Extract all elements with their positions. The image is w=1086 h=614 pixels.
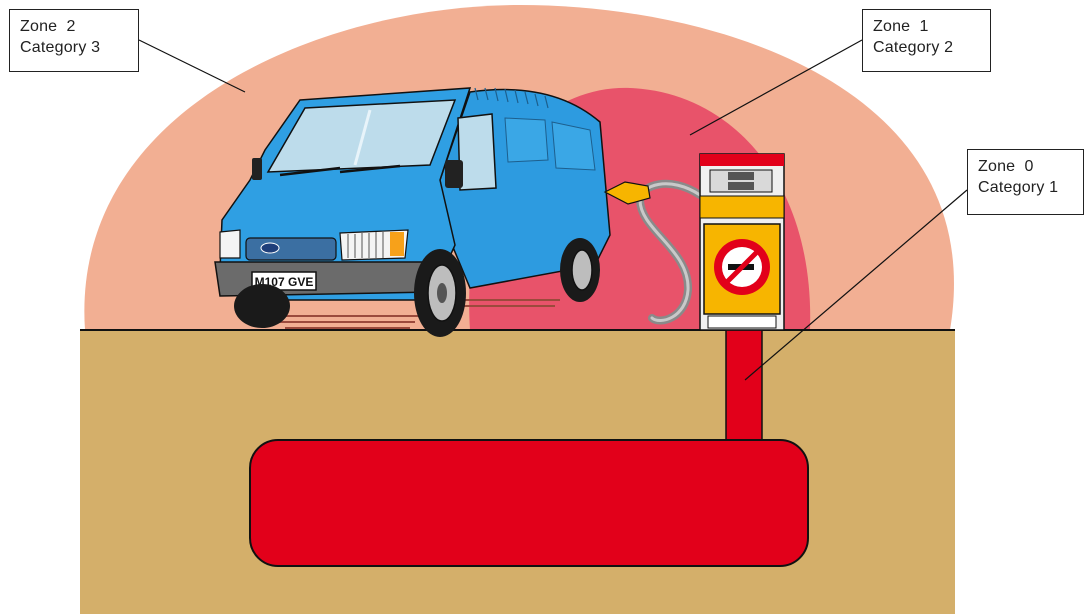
zone-2-category: Category 3 (20, 39, 101, 56)
van-headlight-left (219, 229, 241, 259)
zone-1-leader (689, 39, 863, 136)
zone-0-category: Category 1 (978, 179, 1059, 196)
zone-1-category: Category 2 (873, 39, 954, 56)
zone-0-label: Zone 0 Category 1 (967, 149, 1084, 215)
zone-1-label: Zone 1 Category 2 (862, 9, 991, 72)
zone-0-leader (744, 189, 968, 381)
zone-0-title: Zone 0 (978, 158, 1034, 175)
van-grille (245, 237, 337, 261)
zone-2-label: Zone 2 Category 3 (9, 9, 139, 72)
van-side-window (457, 113, 497, 191)
fuel-nozzle (603, 181, 651, 205)
zone-2-leader (138, 39, 246, 93)
pump-panel (699, 195, 785, 219)
fuel-pipe (725, 329, 763, 446)
ford-badge (260, 242, 280, 254)
no-smoking-icon (714, 239, 770, 295)
fuel-tank (249, 439, 809, 567)
van-front-wheel (414, 249, 466, 337)
pump-display (709, 169, 773, 193)
zone-2-title: Zone 2 (20, 18, 76, 35)
fuel-pump (699, 153, 785, 331)
van: M107 GVE (214, 87, 611, 337)
van-mirror (445, 160, 463, 188)
pump-top-strip (700, 154, 784, 166)
van-rear-wheel (560, 238, 600, 302)
van-front-left-wheel (234, 284, 290, 328)
van-shadow (268, 299, 560, 329)
zone-1-title: Zone 1 (873, 18, 929, 35)
